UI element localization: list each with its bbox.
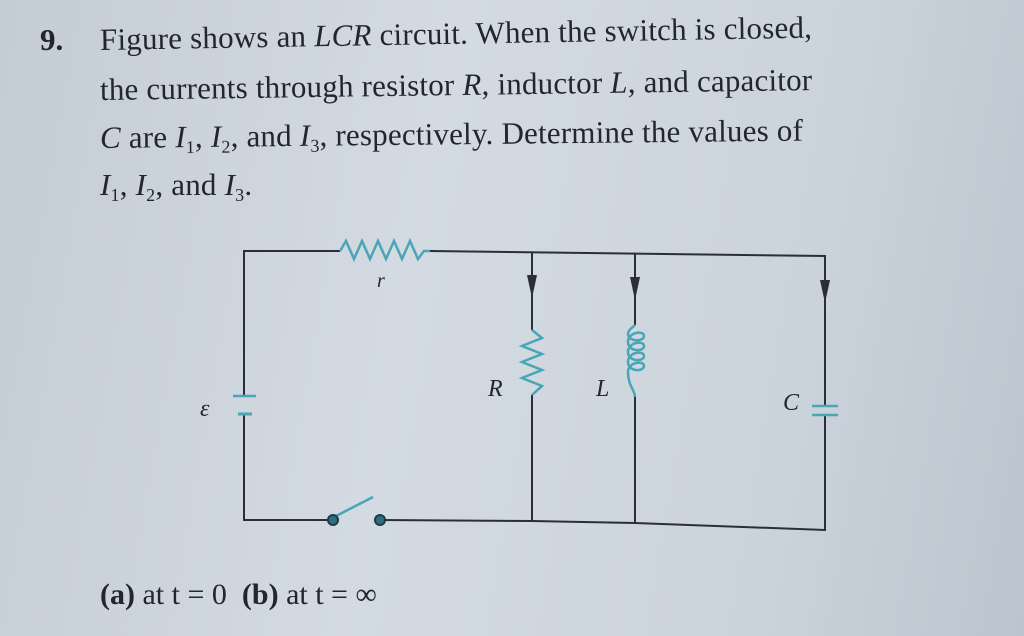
R-label: R xyxy=(488,376,503,402)
question-parts: (a) at t = 0 (b) at t = ∞ xyxy=(100,578,377,612)
problem-text-line-4: I1, I2, and I3. xyxy=(100,167,253,205)
circuit-wires xyxy=(243,250,826,532)
switch-terminal-left xyxy=(327,514,339,526)
part-a-label: (a) xyxy=(100,578,135,611)
r-label: r xyxy=(377,270,385,292)
arrow-I2-icon xyxy=(630,277,640,300)
L-label: L xyxy=(596,376,610,402)
switch-terminal-right xyxy=(374,514,386,526)
part-a-text: at t = 0 xyxy=(142,578,227,611)
switch[interactable] xyxy=(327,514,386,526)
wire-top-left xyxy=(243,250,340,396)
current-arrows xyxy=(527,275,830,303)
part-b-label: (b) xyxy=(241,578,279,611)
wire-bottom-left xyxy=(243,414,330,521)
resistor-R xyxy=(518,329,546,396)
emf-label: ε xyxy=(200,396,210,422)
part-b-text: at t = ∞ xyxy=(286,578,377,611)
arrow-I1-icon xyxy=(527,275,537,298)
problem-number: 9. xyxy=(40,22,64,57)
resistor-r xyxy=(338,237,430,263)
arrow-I3-icon xyxy=(820,280,830,303)
inductor-L xyxy=(626,324,646,398)
wire-bottom xyxy=(379,415,826,532)
wire-top xyxy=(429,250,826,406)
C-label: C xyxy=(783,390,800,416)
switch-lever xyxy=(335,495,374,518)
